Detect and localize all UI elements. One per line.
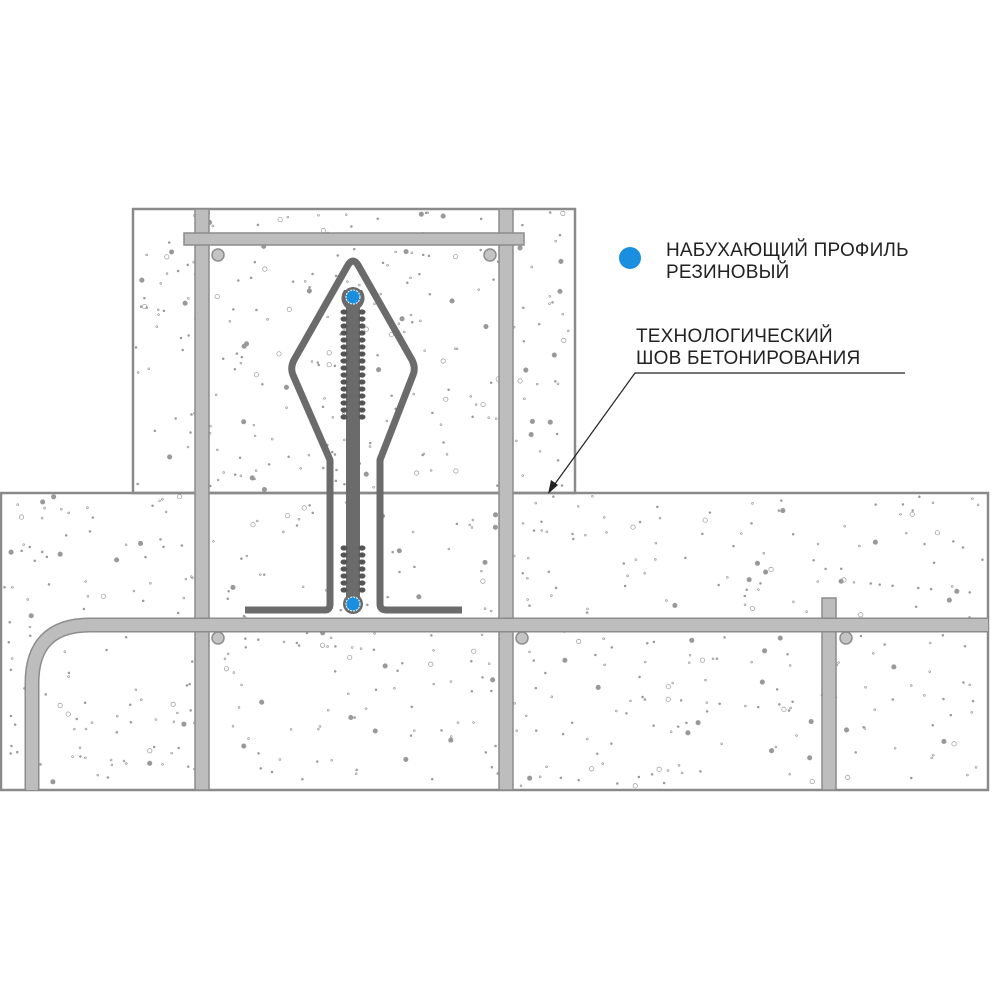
vertical-rebar-right — [821, 597, 837, 791]
joint-label-line2: ШОВ БЕТОНИРОВАНИЯ — [636, 348, 861, 369]
lower-concrete-slab — [0, 491, 990, 792]
joint-label-line1: ТЕХНОЛОГИЧЕСКИЙ — [636, 326, 833, 347]
waterstop-profile — [340, 287, 366, 614]
legend-label: НАБУХАЮЩИЙ ПРОФИЛЬ РЕЗИНОВЫЙ — [666, 240, 909, 284]
vertical-rebar-middle — [498, 208, 514, 791]
legend-label-line1: НАБУХАЮЩИЙ ПРОФИЛЬ — [666, 240, 909, 261]
bent-rebar — [26, 619, 988, 790]
top-horizontal-rebar — [183, 232, 525, 246]
legend-dot-icon — [619, 247, 641, 269]
vertical-rebar-left — [194, 208, 210, 791]
rebar-cross-sections — [211, 248, 853, 645]
swelling-profile-top — [345, 289, 361, 305]
legend-label-line2: РЕЗИНОВЫЙ — [666, 262, 790, 283]
arrowhead-icon — [548, 480, 558, 494]
rebar-clip — [245, 257, 462, 614]
joint-callout-label: ТЕХНОЛОГИЧЕСКИЙ ШОВ БЕТОНИРОВАНИЯ — [636, 326, 860, 370]
swelling-profile-bottom — [345, 596, 361, 612]
callout-leader-line — [551, 372, 905, 489]
